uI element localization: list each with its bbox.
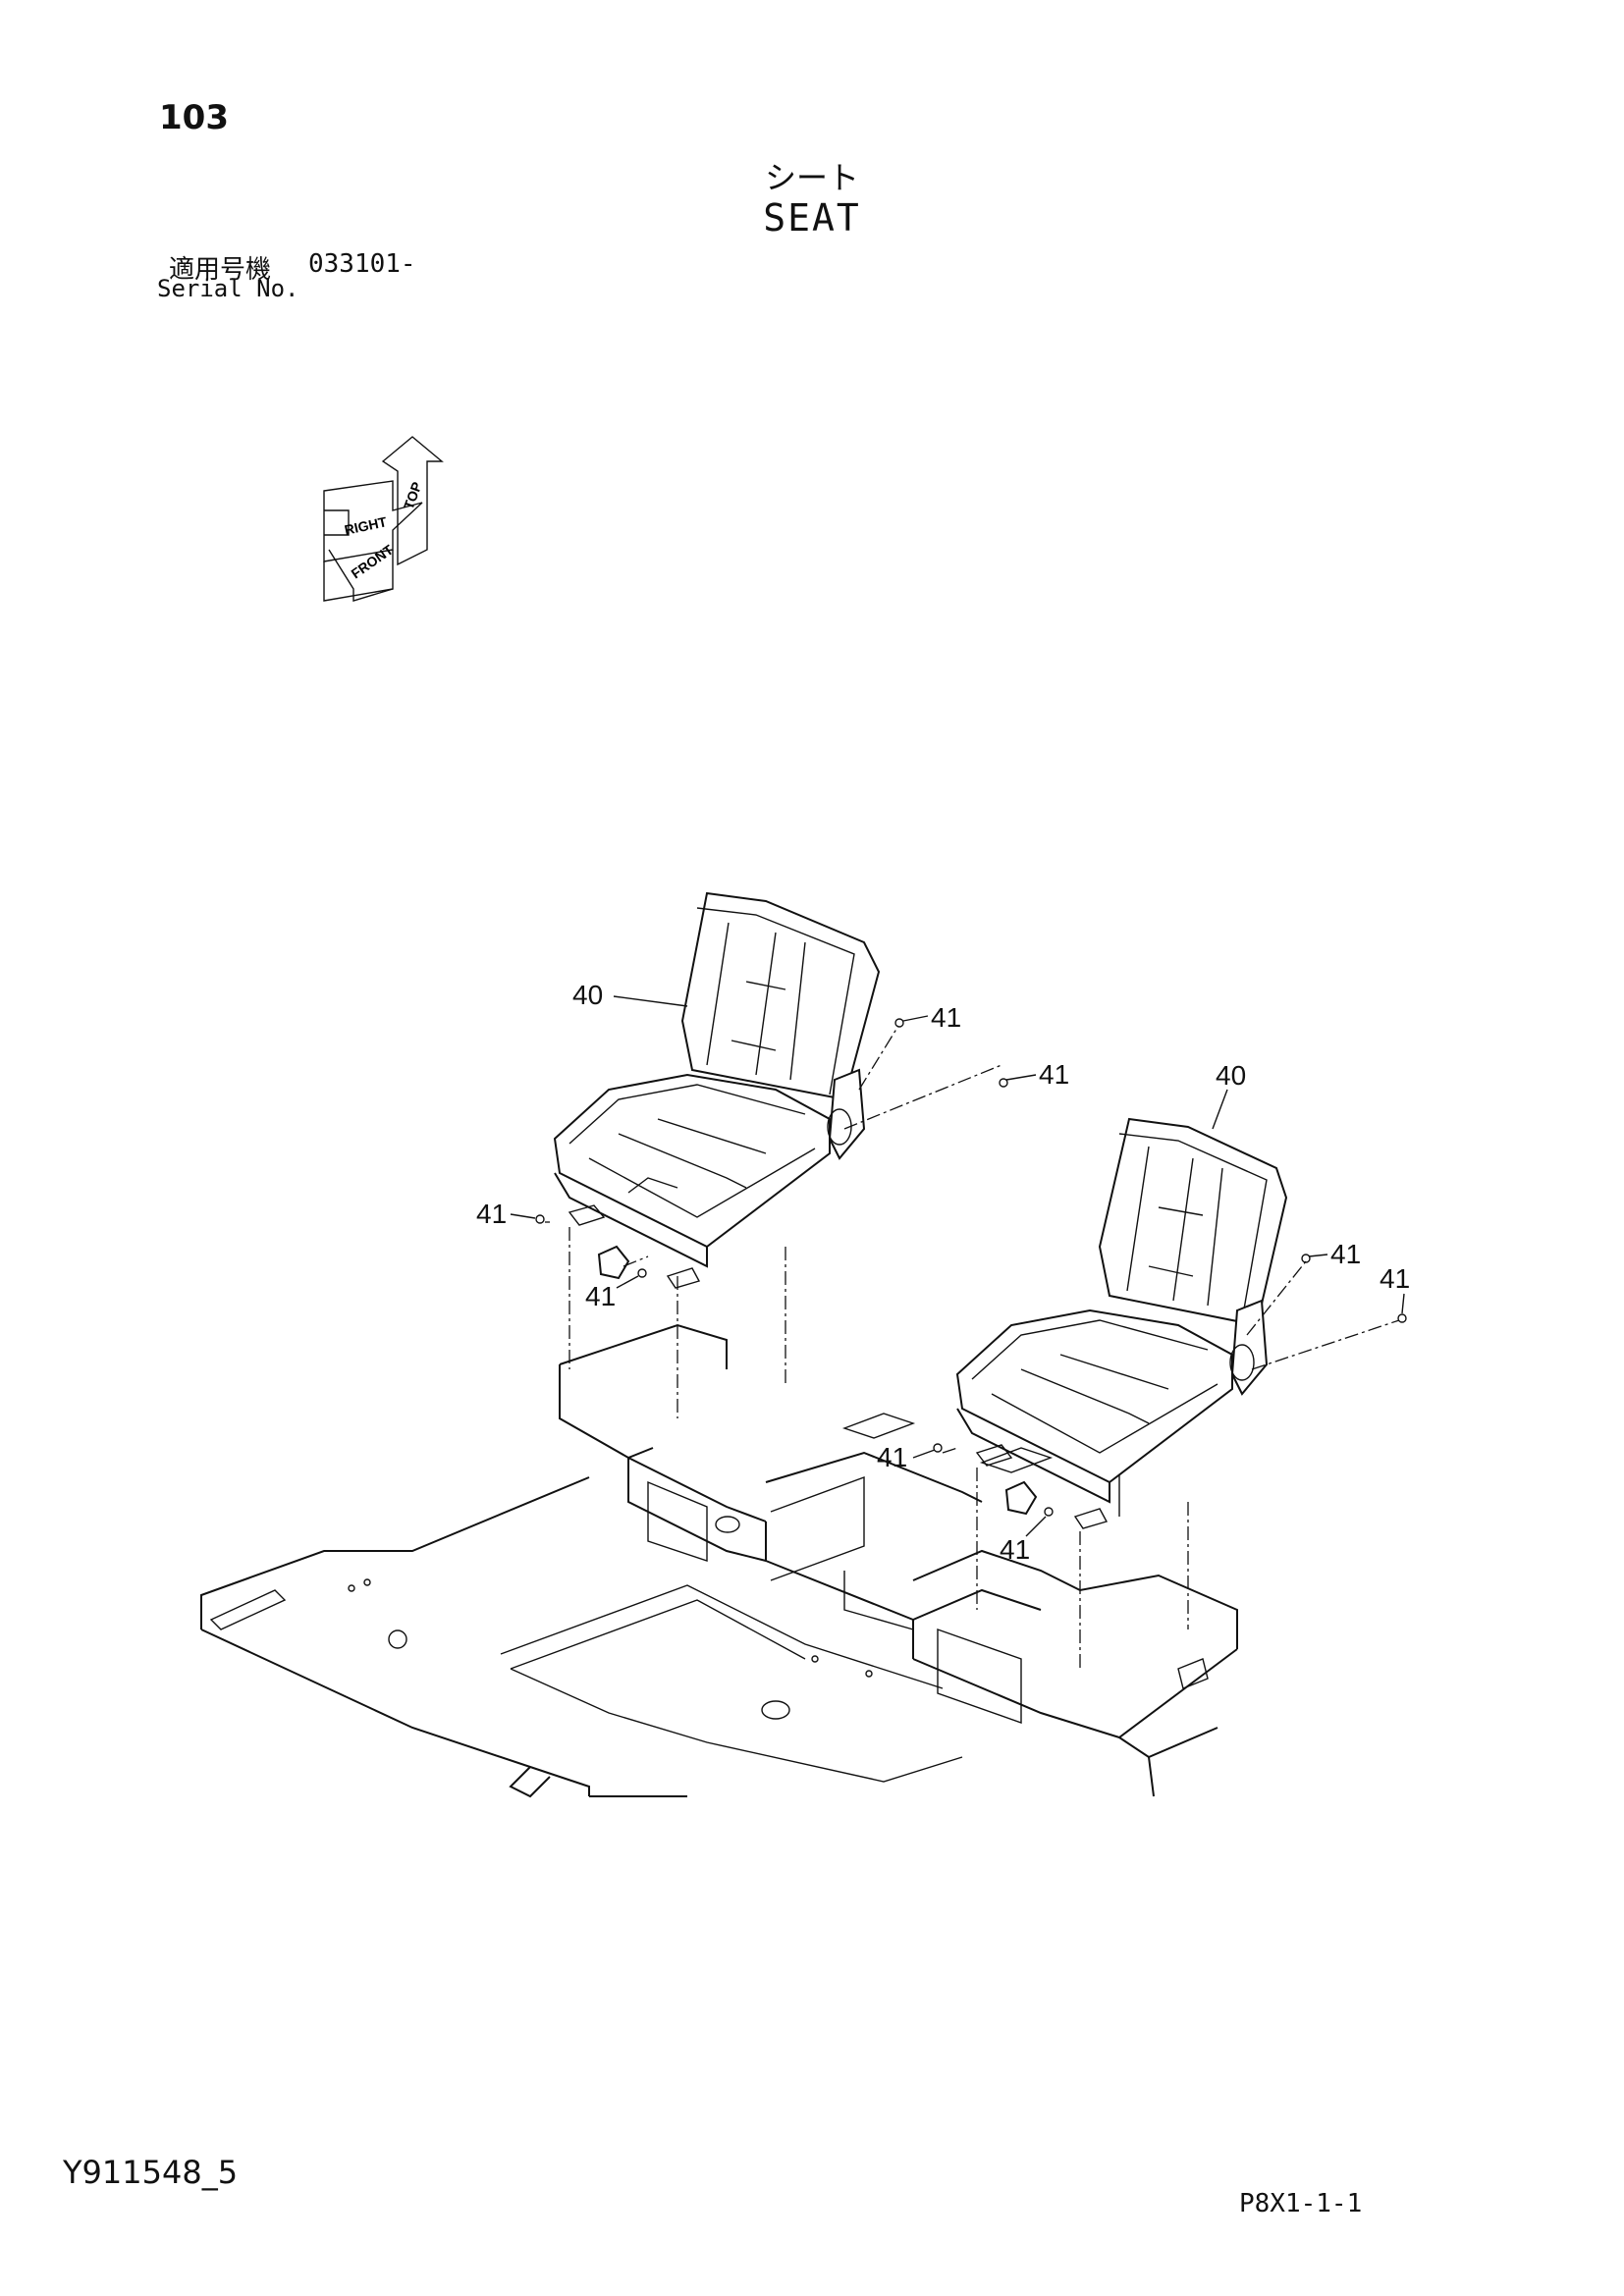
bolt-icons	[535, 1018, 1407, 1517]
serial-label-english: Serial No.	[157, 275, 299, 302]
serial-number-value: 033101-	[308, 249, 416, 279]
callout-bolt-1: 41	[931, 1002, 961, 1033]
callout-seat-left: 40	[572, 980, 603, 1010]
drawing-id: Y911548_5	[63, 2154, 239, 2191]
serial-label-japanese: 適用号機	[169, 255, 272, 285]
callout-bolt-3: 41	[476, 1199, 507, 1229]
leader-lines	[510, 995, 1405, 1537]
seat-base-frame	[200, 1323, 1238, 1798]
assembly-guide-lines	[545, 1025, 1400, 1669]
callout-bolt-6: 41	[1380, 1263, 1410, 1294]
page-code: P8X1-1-1	[1239, 2189, 1363, 2218]
orientation-right-label: RIGHT	[343, 513, 388, 538]
page-number: 103	[159, 98, 229, 137]
left-seat-assembly	[553, 891, 881, 1289]
callout-bolt-2: 41	[1039, 1059, 1069, 1090]
title-japanese: シート	[764, 159, 859, 196]
callout-bolt-5: 41	[1330, 1239, 1361, 1269]
callout-bolt-4: 41	[585, 1281, 616, 1311]
right-seat-assembly	[955, 1117, 1288, 1529]
callout-seat-right: 40	[1216, 1060, 1246, 1091]
orientation-indicator-icon: TOP RIGHT FRONT	[323, 436, 444, 602]
orientation-front-label: FRONT	[349, 541, 397, 581]
orientation-top-label: TOP	[401, 480, 425, 511]
title-english: SEAT	[763, 196, 861, 240]
callout-bolt-8: 41	[1000, 1534, 1030, 1565]
callout-bolt-7: 41	[877, 1442, 907, 1472]
